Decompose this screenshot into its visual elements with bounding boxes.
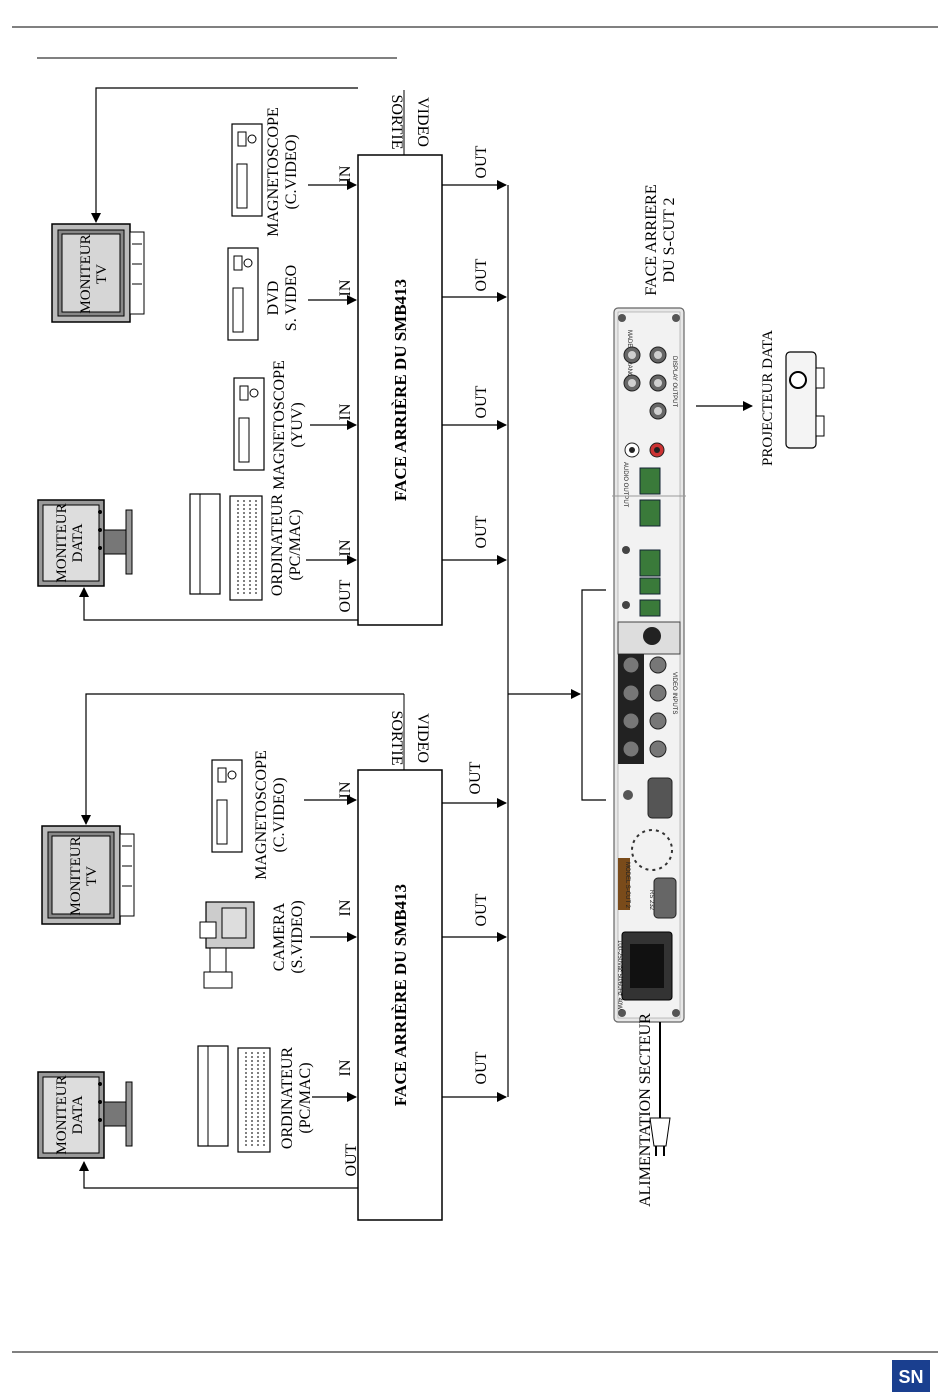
yuv-label: (YUV) — [289, 402, 306, 447]
vcr-cvideo-bottom — [211, 759, 243, 853]
in-label-7: IN — [337, 1059, 354, 1076]
wire-sortie-tv-bottom — [81, 693, 404, 825]
in-label-5: IN — [337, 781, 354, 798]
vcr-cvideo-top — [231, 123, 263, 217]
in-label-6: IN — [337, 899, 354, 916]
svideo-cam-label: (S.VIDEO) — [289, 900, 306, 973]
camera-label: CAMERA — [271, 902, 288, 971]
smb413-box-top — [357, 154, 443, 626]
svideo-dvd-label: S. VIDEO — [283, 265, 300, 331]
out-label-b1: OUT — [467, 761, 484, 794]
svg-text:AUDIO OUTPUT: AUDIO OUTPUT — [622, 462, 628, 508]
camera — [199, 901, 255, 989]
wire-sortie-tv-top — [91, 87, 358, 223]
monitor-tv-bottom: MONITEUR TV — [41, 825, 135, 925]
du-scut-label: DU S-CUT 2 — [661, 197, 678, 282]
dvd-player — [227, 247, 259, 341]
face-arriere-label: FACE ARRIERE — [643, 184, 660, 295]
magnetoscope-label-1: MAGNETOSCOPE — [265, 107, 282, 237]
svg-text:DATA: DATA — [70, 1095, 86, 1134]
computer-bottom — [197, 1045, 271, 1153]
out-label-t2: OUT — [473, 258, 490, 291]
ordinateur-label-2: ORDINATEUR — [279, 1047, 296, 1150]
svg-text:MONITEUR: MONITEUR — [54, 1075, 70, 1154]
wire-out-data-bottom — [79, 1161, 358, 1189]
out-label-b2: OUT — [473, 893, 490, 926]
smb413-label-bottom: FACE ARRIÈRE DU SMB413 — [391, 884, 410, 1106]
computer-top — [189, 493, 263, 601]
in-label-1: IN — [337, 165, 354, 182]
svg-text:TV: TV — [84, 866, 100, 886]
smb413-box-bottom — [357, 769, 443, 1221]
svg-text:DATA: DATA — [70, 523, 86, 562]
scut2-rear-panel: MADE IN FRANCE DISPLAY OUTPUT AUDIO OUTP… — [612, 307, 686, 1023]
out-left-label-bottom: OUT — [343, 1143, 360, 1176]
svg-text:MODEL S-CUT 2: MODEL S-CUT 2 — [624, 862, 630, 909]
in-label-4: IN — [337, 539, 354, 556]
video-label-bottom: VIDEO — [414, 713, 431, 763]
pcmac-label-2: (PC/MAC) — [297, 1062, 314, 1133]
vcr-yuv — [233, 377, 265, 471]
svg-text:DISPLAY OUTPUT: DISPLAY OUTPUT — [671, 356, 677, 407]
monitor-data-top: MONITEUR DATA — [37, 499, 133, 587]
smb413-label-top: FACE ARRIÈRE DU SMB413 — [391, 279, 410, 501]
video-label-top: VIDEO — [414, 97, 431, 147]
svg-text:TV: TV — [94, 264, 110, 284]
magnetoscope-label-3: MAGNETOSCOPE — [253, 750, 270, 880]
in-label-3: IN — [337, 403, 354, 420]
outputs-top — [442, 180, 507, 565]
svg-text:VIDEO INPUTS: VIDEO INPUTS — [671, 672, 677, 714]
wire-out-data-top — [79, 587, 358, 621]
out-label-t1: OUT — [473, 145, 490, 178]
svg-text:MONITEUR: MONITEUR — [78, 234, 94, 313]
projector — [785, 351, 825, 449]
out-label-t3: OUT — [473, 385, 490, 418]
svg-text:MONITEUR: MONITEUR — [68, 836, 84, 915]
alimentation-label: ALIMENTATION SECTEUR — [637, 1013, 654, 1207]
ordinateur-label-1: ORDINATEUR — [269, 494, 286, 597]
in-label-2: IN — [337, 279, 354, 296]
projecteur-label: PROJECTEUR DATA — [760, 330, 776, 466]
svg-text:SN: SN — [898, 1367, 923, 1387]
monitor-tv-top: MONITEUR TV — [51, 223, 145, 323]
cvideo-label-1: (C.VIDEO) — [283, 134, 300, 209]
magnetoscope-label-2: MAGNETOSCOPE — [271, 360, 288, 490]
svg-text:RS 232: RS 232 — [648, 890, 654, 911]
dvd-label: DVD — [265, 281, 282, 316]
svg-text:100-250Vac 50/60Hz 40W: 100-250Vac 50/60Hz 40W — [616, 940, 622, 1010]
out-label-t4: OUT — [473, 515, 490, 548]
brand-logo: SN — [892, 1360, 930, 1392]
out-label-b3: OUT — [473, 1051, 490, 1084]
out-left-label-top: OUT — [337, 579, 354, 612]
monitor-data-bottom: MONITEUR DATA — [37, 1071, 133, 1159]
power-plug — [649, 1117, 671, 1156]
cvideo-label-2: (C.VIDEO) — [271, 777, 288, 852]
sortie-label-top: SORTIE — [388, 94, 405, 149]
input-bracket — [581, 589, 606, 801]
outputs-bottom — [442, 798, 507, 1102]
pcmac-label-1: (PC/MAC) — [287, 509, 304, 580]
svg-text:MONITEUR: MONITEUR — [54, 503, 70, 582]
sortie-label-bottom: SORTIE — [388, 710, 405, 765]
